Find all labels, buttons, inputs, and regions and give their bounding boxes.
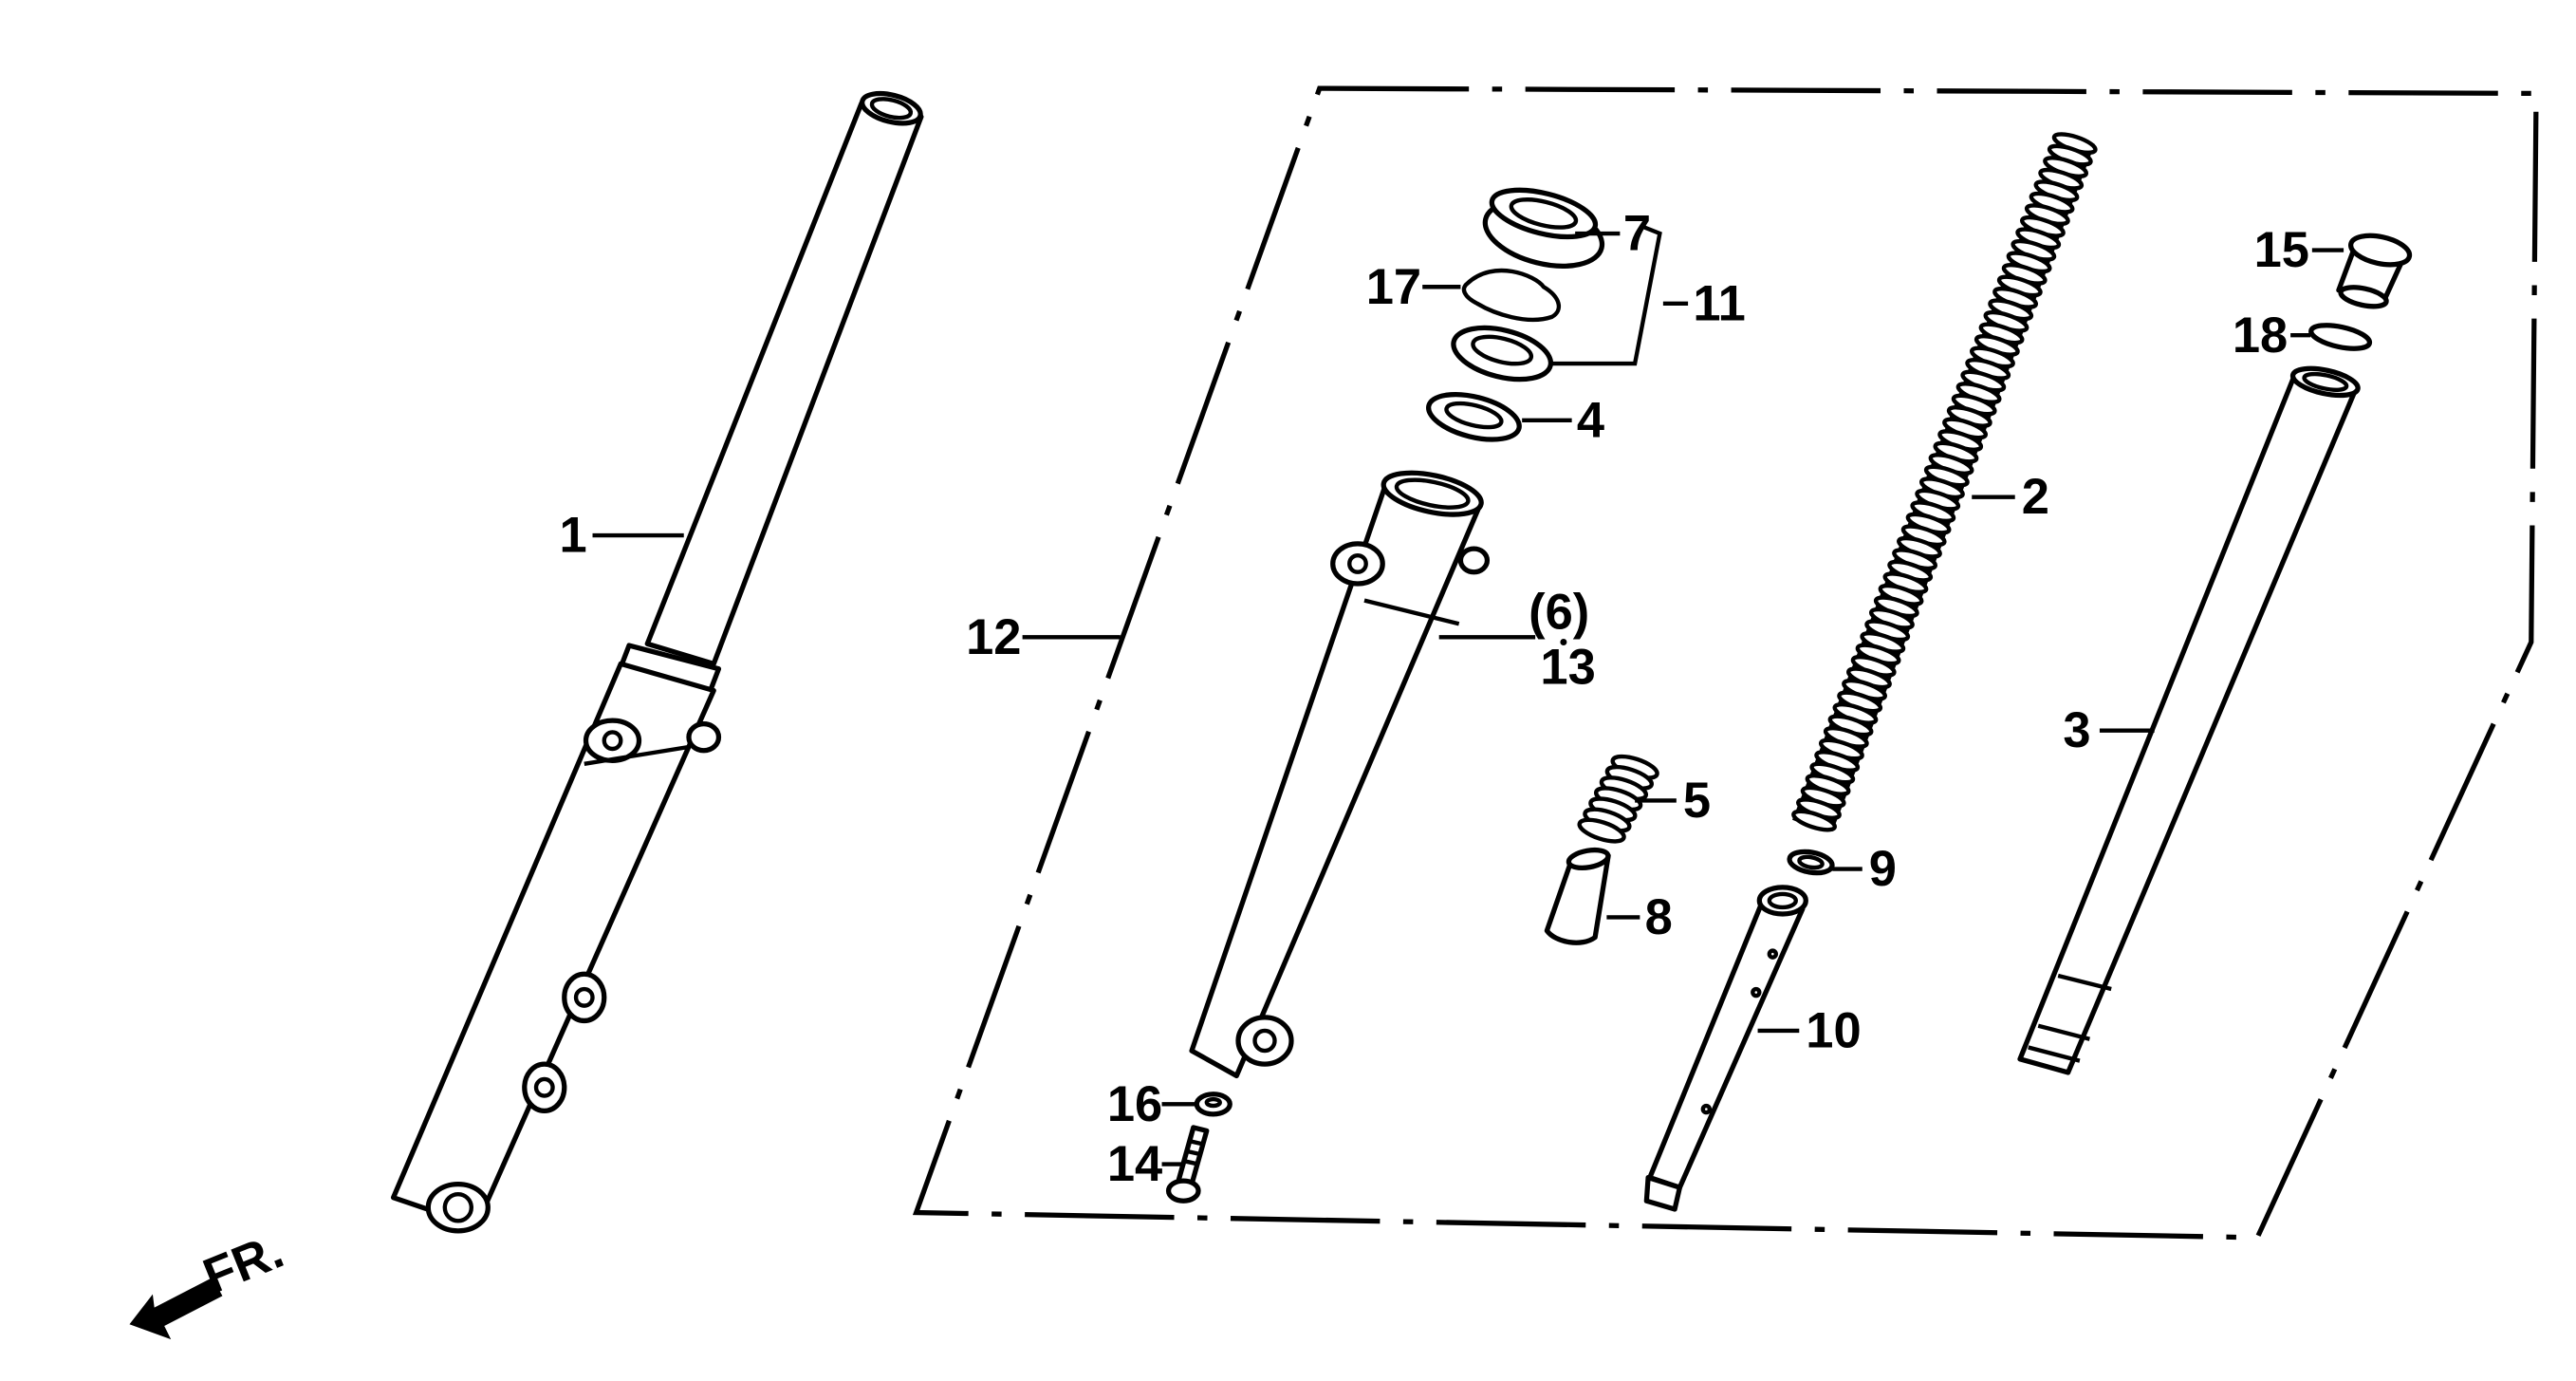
- socket-bolt-part-14: [1165, 1125, 1210, 1204]
- callout-17: 17: [1366, 259, 1421, 315]
- callout-6-13-dot: [1560, 639, 1567, 646]
- callout-2: 2: [2022, 469, 2049, 525]
- callout-3: 3: [2063, 702, 2090, 758]
- leader-lines: [592, 224, 2344, 1166]
- fork-assembly-part-1: [390, 90, 924, 1234]
- callout-5: 5: [1683, 773, 1711, 829]
- fork-bolt-part-15: [2336, 233, 2413, 309]
- rebound-coil: [1577, 817, 1626, 844]
- callout-11: 11: [1693, 275, 1745, 331]
- o-ring-part-18: [2308, 323, 2373, 351]
- fork-tube-part-3: [2017, 365, 2361, 1075]
- oil-lock-piece-part-8: [1544, 847, 1611, 945]
- stopper-ring-part-17: [1461, 268, 1562, 322]
- front-direction-arrow-icon: [129, 1278, 223, 1340]
- callout-8: 8: [1645, 889, 1673, 945]
- assembly-frame: [912, 85, 2539, 1241]
- callout-4: 4: [1577, 392, 1604, 448]
- fork-slider-part-13: [1189, 470, 1491, 1079]
- callout-6: (6): [1529, 584, 1589, 640]
- callout-14: 14: [1107, 1136, 1162, 1192]
- spring-coil: [1791, 809, 1837, 832]
- fork-spring-part-2: [1791, 132, 2098, 832]
- callout-13: 13: [1540, 639, 1595, 695]
- callout-7: 7: [1623, 205, 1651, 261]
- callout-10: 10: [1806, 1002, 1861, 1058]
- backup-ring-part-4: [1426, 392, 1522, 442]
- callout-16: 16: [1107, 1076, 1162, 1132]
- damper-rod-part-10: [1643, 885, 1808, 1212]
- piston-ring-part-9: [1787, 849, 1835, 876]
- callout-15: 15: [2254, 222, 2309, 278]
- callout-18: 18: [2233, 308, 2288, 364]
- callout-9: 9: [1869, 841, 1897, 897]
- callout-1: 1: [560, 508, 587, 564]
- sealing-washer-part-16: [1194, 1092, 1232, 1117]
- oil-seal-part-11: [1451, 325, 1554, 383]
- dust-seal-part-7: [1482, 187, 1605, 269]
- callout-12: 12: [966, 609, 1021, 665]
- rebound-spring-part-5: [1577, 754, 1659, 844]
